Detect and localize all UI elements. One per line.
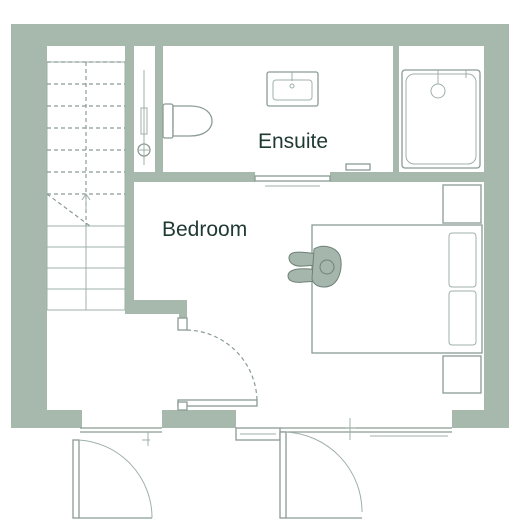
outer-wall-bottom-right: [452, 410, 509, 428]
bedside-table-top: [442, 184, 482, 224]
stair-partition-wall: [125, 46, 134, 314]
external-door-right[interactable]: [279, 418, 452, 519]
towel-rail-icon: [345, 163, 371, 171]
staircase: [46, 61, 126, 311]
pillow-top: [448, 232, 477, 288]
sliding-door[interactable]: [254, 175, 331, 187]
pipe-icon: [140, 107, 148, 135]
stair-treads-lower: [47, 225, 125, 311]
external-door-left[interactable]: [72, 427, 162, 519]
handle-icon: [346, 418, 356, 440]
outer-wall-bottom-middle: [162, 410, 236, 428]
handle-icon: [142, 432, 150, 446]
stair-lower-wall: [125, 300, 187, 314]
boiler-valve-icon: [137, 70, 151, 165]
stair-arrow-icon: [81, 193, 91, 210]
bedside-table-bottom: [442, 355, 482, 394]
ensuite-wall-left: [134, 172, 255, 182]
door-jamb: [179, 300, 187, 326]
double-bed-icon: [311, 224, 483, 354]
door-handle: [177, 401, 188, 411]
cupboard-partition-wall: [155, 46, 163, 180]
shower-tray-icon: [401, 69, 481, 169]
window-shutter: [235, 427, 281, 441]
ensuite-wall-right: [330, 172, 484, 182]
toilet-icon: [162, 103, 213, 139]
room-label-bedroom: Bedroom: [162, 218, 247, 241]
stair-treads-upper: [46, 61, 125, 227]
walls: [11, 24, 509, 428]
basin-icon: [266, 71, 319, 107]
pillow-bottom: [448, 290, 477, 346]
seated-person-icon: [287, 245, 342, 288]
outer-wall-right: [484, 24, 509, 428]
room-label-ensuite: Ensuite: [258, 130, 328, 153]
shower-partition-wall: [393, 46, 399, 172]
door-stop: [177, 317, 188, 331]
outer-wall-bottom-left: [47, 410, 80, 428]
bedroom-door[interactable]: [177, 317, 258, 411]
